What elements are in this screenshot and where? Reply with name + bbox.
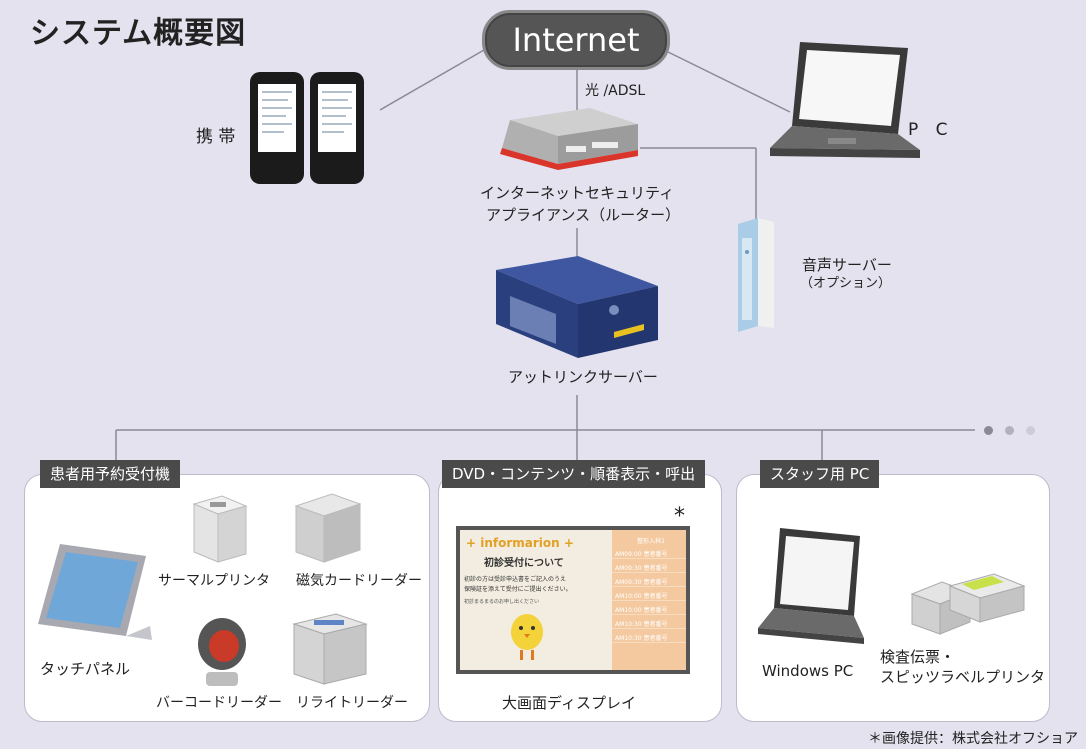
queue-row: AM09:00 患者番号: [612, 545, 686, 559]
display-label: 大画面ディスプレイ: [502, 694, 636, 712]
router-icon: [500, 108, 638, 170]
voice-server-sub: （オプション）: [800, 276, 892, 291]
connection-label: 光 /ADSL: [585, 83, 646, 99]
main-server-icon: [496, 256, 658, 358]
screen-text-2: 保険証を添えて受付にご提出ください。: [464, 586, 572, 593]
queue-row: AM10:30 患者番号: [612, 629, 686, 643]
barcode-reader-icon: [198, 618, 246, 686]
display-asterisk: *: [674, 504, 685, 529]
thermal-printer-icon: [192, 495, 248, 563]
card-reader-label: 磁気カードリーダー: [296, 573, 422, 589]
touch-panel-icon: [38, 544, 152, 640]
printer-label-line2: スピッツラベルプリンタ: [880, 668, 1046, 686]
rewrite-reader-label: リライトリーダー: [296, 695, 408, 711]
display-screen: + informarion + 初診受付について 初診の方は受診申込書をご記入の…: [456, 526, 690, 674]
internet-node: Internet: [482, 10, 670, 70]
more-dot-3: [1026, 426, 1035, 435]
windows-pc-label: Windows PC: [762, 662, 854, 680]
voice-server-icon: [738, 218, 774, 332]
rewrite-reader-icon: [292, 613, 368, 685]
queue-row: AM10:30 患者番号: [612, 615, 686, 629]
queue-row: AM09:30 患者番号: [612, 559, 686, 573]
router-label-line2: アプライアンス（ルーター）: [486, 206, 681, 224]
mobile-phones-icon: [250, 72, 364, 184]
queue-row: AM09:30 患者番号: [612, 573, 686, 587]
display-panel-title: DVD・コンテンツ・順番表示・呼出: [442, 460, 706, 488]
more-dot-1: [984, 426, 993, 435]
voice-server-label: 音声サーバー: [802, 256, 892, 274]
laptop-icon: [770, 42, 920, 158]
screen-text-1: 初診の方は受診申込書をご記入のうえ: [464, 576, 567, 583]
image-credit: ＊画像提供：株式会社オフショア: [868, 731, 1078, 747]
queue-row: AM10:00 患者番号: [612, 601, 686, 615]
screen-text-3: 初診まるまるのお申し出ください: [464, 599, 540, 605]
queue-row: AM10:00 患者番号: [612, 587, 686, 601]
queue-title: 整形入科1: [637, 538, 665, 545]
router-label-line1: インターネットセキュリティ: [480, 184, 675, 202]
reception-panel-title: 患者用予約受付機: [40, 460, 181, 488]
staff-panel-title: スタッフ用 PC: [760, 460, 880, 488]
screen-subheading: 初診受付について: [484, 558, 564, 569]
mascot-chick-icon: [511, 614, 543, 660]
screen-header: + informarion +: [466, 536, 574, 550]
card-reader-icon: [294, 493, 362, 563]
printer-label-line1: 検査伝票・: [880, 648, 956, 666]
pc-label: P C: [908, 120, 954, 140]
touch-panel-label: タッチパネル: [40, 660, 131, 678]
page-title: システム概要図: [30, 16, 247, 51]
more-dot-2: [1005, 426, 1014, 435]
barcode-reader-label: バーコードリーダー: [156, 695, 282, 711]
thermal-printer-label: サーマルプリンタ: [158, 573, 270, 589]
mobile-label: 携 帯: [196, 127, 236, 147]
main-server-label: アットリンクサーバー: [508, 368, 658, 386]
label-printer-icon: [910, 573, 1026, 635]
windows-laptop-icon: [758, 528, 864, 644]
